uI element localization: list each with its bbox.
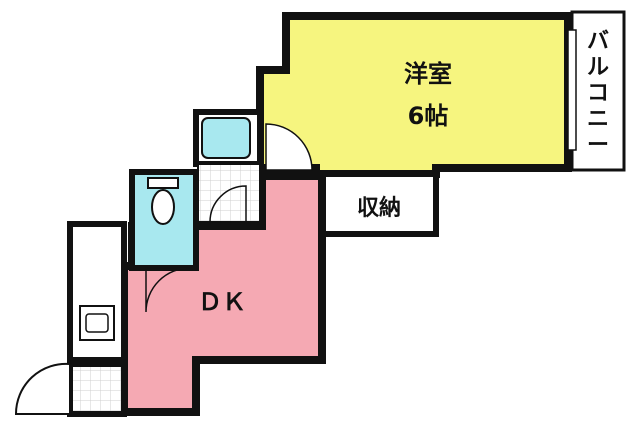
bathtub-icon (201, 117, 251, 159)
sink-basin (85, 313, 109, 333)
entrance-door-icon (14, 362, 71, 415)
balcony-char-5: ー (587, 133, 609, 158)
bath-door-icon (209, 185, 247, 223)
western-door-icon (265, 123, 313, 171)
balcony-window (567, 29, 577, 151)
dk-label: ＤＫ (198, 288, 246, 316)
balcony-char-4: ニ (587, 107, 609, 132)
toilet-door-icon (145, 267, 191, 313)
balcony-char-3: コ (587, 81, 609, 106)
entrance-tile (67, 361, 127, 417)
western-room-label: 洋室 (404, 60, 452, 88)
toilet-bowl-icon (151, 189, 175, 225)
balcony-char-1: バ (587, 29, 609, 54)
bath-washing-area (197, 163, 261, 223)
storage-label: 収納 (357, 195, 401, 221)
balcony-area (570, 10, 626, 172)
balcony-label: バ ル コ ニ ー (587, 29, 609, 158)
western-room-size: 6帖 (408, 102, 449, 130)
balcony-char-2: ル (587, 55, 609, 80)
toilet-tank-icon (147, 177, 179, 189)
